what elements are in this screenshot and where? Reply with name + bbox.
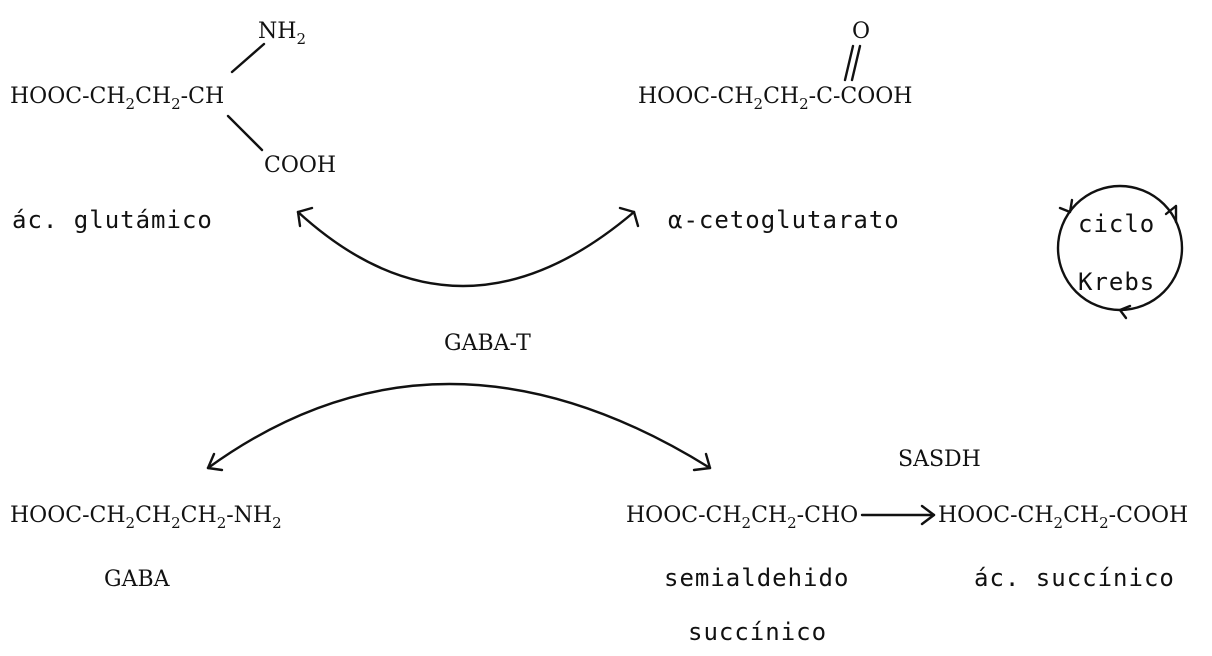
gaba-label: GABA [104,567,171,592]
ketoglutarate-label: α-cetoglutarato [668,206,900,234]
gaba-formula: HOOC-CH2CH2CH2-NH2 [10,503,282,532]
semialdehyde-formula: HOOC-CH2CH2-CHO [626,503,858,532]
semialdehyde-structure: HOOC-CH2CH2-CHO semialdehido succínico [626,503,858,646]
glutamic-acid-label: ác. glutámico [12,206,213,234]
gaba-t-label: GABA-T [444,331,531,356]
carboxyl-bond [226,114,264,152]
top-arc-curve [296,210,636,288]
amine-bond [230,42,266,74]
krebs-label-ciclo: ciclo [1078,210,1155,238]
krebs-arrow-bottom [1118,304,1132,320]
glutamic-formula: HOOC-CH2CH2-CH [10,84,224,113]
krebs-label-krebs: Krebs [1078,268,1155,296]
succinic-acid-structure: HOOC-CH2CH2-COOH ác. succínico [938,503,1188,592]
glutamic-amine: NH2 [258,19,306,48]
glutamic-carboxyl: COOH [264,153,336,178]
bottom-arc-left-arrowhead [206,452,224,472]
top-arc-left-arrowhead [296,206,314,228]
semialdehyde-label-line2: succínico [688,618,827,646]
semialdehyde-label-line1: semialdehido [664,564,849,592]
double-bond-b [850,44,862,82]
ketoglutarate-formula: HOOC-CH2CH2-C-COOH [638,84,912,113]
double-bond-a [843,44,855,82]
succinic-formula: HOOC-CH2CH2-COOH [938,503,1188,532]
arrow-head [920,504,936,526]
glutamic-acid-structure: HOOC-CH2CH2-CH NH2 COOH ác. glutámico [10,19,336,234]
dehydrogenase-arrow [860,504,936,526]
gaba-structure: HOOC-CH2CH2CH2-NH2 GABA [10,503,282,592]
krebs-cycle: ciclo Krebs [1056,184,1184,320]
krebs-arrow-left [1058,198,1074,214]
krebs-arrow-right [1164,204,1178,224]
top-transamination-arc [296,206,640,288]
bottom-arc-curve [206,382,712,470]
ketoglutarate-structure: HOOC-CH2CH2-C-COOH O α-cetoglutarato [638,19,912,234]
sasdh-label: SASDH [898,447,981,472]
bottom-transamination-arc [206,382,712,472]
succinic-acid-label: ác. succínico [974,564,1175,592]
ketone-oxygen: O [852,19,870,44]
bottom-arc-right-arrowhead [692,452,712,472]
top-arc-right-arrowhead [618,206,640,228]
